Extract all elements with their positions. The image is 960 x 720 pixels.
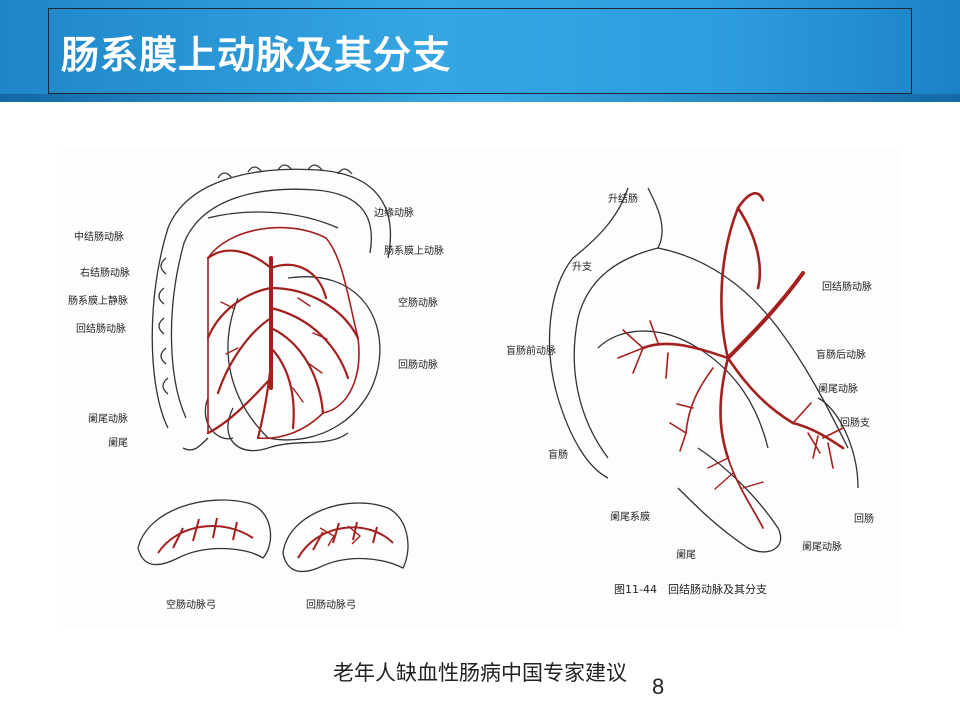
label-ascending-branch: 升支 xyxy=(572,262,592,273)
footer-text: 老年人缺血性肠病中国专家建议 xyxy=(333,661,627,685)
label-marginal-artery: 边缘动脉 xyxy=(374,208,414,219)
label-smv: 肠系膜上静脉 xyxy=(68,296,128,307)
title-banner xyxy=(0,0,960,102)
label-appendix-right: 阑尾 xyxy=(676,550,696,561)
slide-title: 肠系膜上动脉及其分支 xyxy=(61,32,452,77)
label-ileocolic-right: 回结肠动脉 xyxy=(822,282,872,293)
figure-caption: 图11-44 回结肠动脉及其分支 xyxy=(614,583,767,596)
anatomy-figure: 边缘动脉 中结肠动脉 肠系膜上动脉 右结肠动脉 肠系膜上静脉 空肠动脉 回结肠动… xyxy=(58,148,900,628)
label-middle-colic: 中结肠动脉 xyxy=(74,232,124,243)
label-mesoappendix: 阑尾系膜 xyxy=(610,512,650,523)
label-ileal: 回肠动脉 xyxy=(398,360,438,371)
banner-stripe xyxy=(0,94,960,102)
page-number: 8 xyxy=(652,674,665,699)
label-appendicular-left: 阑尾动脉 xyxy=(88,414,128,425)
label-appendicular-right: 阑尾动脉 xyxy=(818,384,858,395)
label-sma: 肠系膜上动脉 xyxy=(384,246,444,257)
label-right-colic: 右结肠动脉 xyxy=(80,268,130,279)
label-ascending-colon: 升结肠 xyxy=(608,194,638,205)
anatomy-illustration xyxy=(137,164,859,573)
title-box: 肠系膜上动脉及其分支 xyxy=(48,8,912,94)
label-jejunal: 空肠动脉 xyxy=(398,298,438,309)
label-anterior-cecal: 盲肠前动脉 xyxy=(506,346,556,357)
label-ileum: 回肠 xyxy=(854,514,874,525)
label-jejunal-arcade: 空肠动脉弓 xyxy=(166,600,216,611)
label-ileal-branch: 回肠支 xyxy=(840,418,870,429)
label-ileal-arcade: 回肠动脉弓 xyxy=(306,600,356,611)
ileocolic-trunk xyxy=(726,271,805,360)
label-appendix-left: 阑尾 xyxy=(108,438,128,449)
colon-outline xyxy=(151,168,392,429)
label-ileocolic-left: 回结肠动脉 xyxy=(76,324,126,335)
label-appendicular-right-2: 阑尾动脉 xyxy=(802,542,842,553)
label-posterior-cecal: 盲肠后动脉 xyxy=(816,350,866,361)
label-cecum: 盲肠 xyxy=(548,450,568,461)
